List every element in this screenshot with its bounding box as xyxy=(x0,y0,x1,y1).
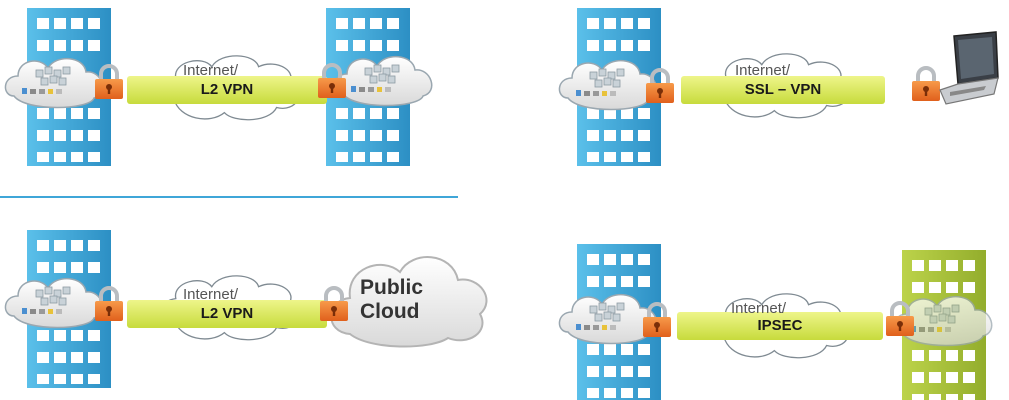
scenario-3 xyxy=(4,230,488,388)
network-label: Internet/ xyxy=(735,62,791,79)
lock-icon xyxy=(910,66,942,103)
laptop-icon xyxy=(939,31,999,105)
scenario-4 xyxy=(558,244,993,400)
tunnel-label: L2 VPN xyxy=(200,305,254,322)
vpn-tunnel xyxy=(127,76,327,104)
vpn-tunnel xyxy=(127,300,327,328)
scenario-2 xyxy=(558,8,999,166)
network-label: Internet/ xyxy=(183,286,239,303)
cloud-icon xyxy=(330,256,488,348)
scenario-1 xyxy=(4,8,433,166)
network-label: Internet/ xyxy=(731,300,787,317)
tunnel-label: SSL – VPN xyxy=(744,81,822,98)
vpn-tunnel xyxy=(681,76,885,104)
tunnel-label: L2 VPN xyxy=(200,81,254,98)
vpn-tunnel xyxy=(677,312,883,340)
network-label: Internet/ xyxy=(183,62,239,79)
tunnel-label: IPSEC xyxy=(757,317,803,334)
